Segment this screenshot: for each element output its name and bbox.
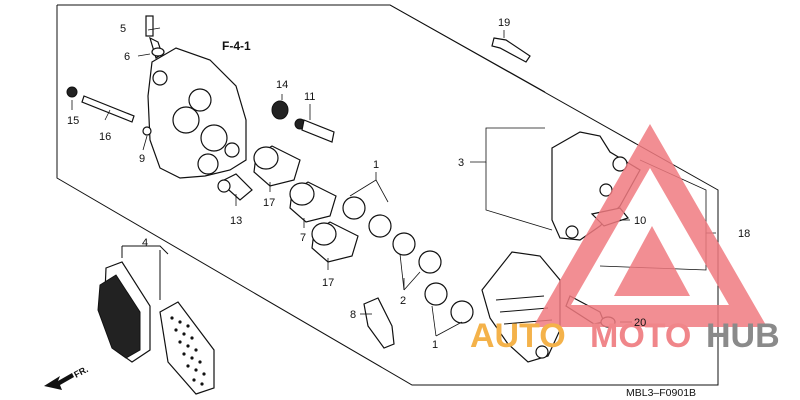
pad-spring [363, 297, 395, 349]
exploded-frame [56, 4, 719, 386]
pistons [253, 145, 359, 263]
callout-4: 4 [142, 237, 148, 249]
watermark-hub: HUB [706, 317, 780, 355]
callout-1-b: 1 [432, 339, 438, 351]
seal-rings [342, 196, 474, 324]
callout-14: 14 [276, 79, 288, 91]
watermark-moto: MOTO [590, 317, 691, 355]
bleeder-screw [145, 15, 165, 59]
outer-caliper [481, 251, 561, 363]
pad-pin [66, 86, 152, 136]
callout-19: 19 [498, 17, 510, 29]
callout-17-a: 17 [263, 197, 275, 209]
callout-15: 15 [67, 115, 79, 127]
callout-6: 6 [124, 51, 130, 63]
callout-9: 9 [139, 153, 145, 165]
caliper-bracket [551, 131, 641, 241]
callout-20: 20 [634, 317, 646, 329]
footer-code: MBL3–F0901B [626, 387, 696, 399]
boot-14 [271, 100, 289, 120]
brake-pad-set [97, 261, 215, 395]
watermark-auto: AUTO [470, 317, 566, 355]
callout-11: 11 [304, 91, 315, 103]
section-reference: F-4-1 [222, 39, 251, 53]
callout-3: 3 [458, 157, 464, 169]
direction-label: FR. [72, 364, 89, 380]
callout-1-a: 1 [373, 159, 379, 171]
callout-7: 7 [300, 232, 306, 244]
bolt-19 [491, 37, 531, 63]
callout-8: 8 [350, 309, 356, 321]
callout-18: 18 [738, 228, 750, 240]
callout-5: 5 [120, 23, 126, 35]
callout-16: 16 [99, 131, 111, 143]
pin-11 [294, 118, 335, 143]
watermark-logo [532, 123, 768, 327]
slide-pin-13 [217, 173, 253, 201]
callout-2: 2 [400, 295, 406, 307]
front-direction-arrow [44, 373, 74, 390]
callout-10: 10 [634, 215, 646, 227]
callout-17-b: 17 [322, 277, 334, 289]
callout-13: 13 [230, 215, 242, 227]
pad-friction-dots [170, 316, 206, 386]
caliper-body [147, 47, 247, 179]
